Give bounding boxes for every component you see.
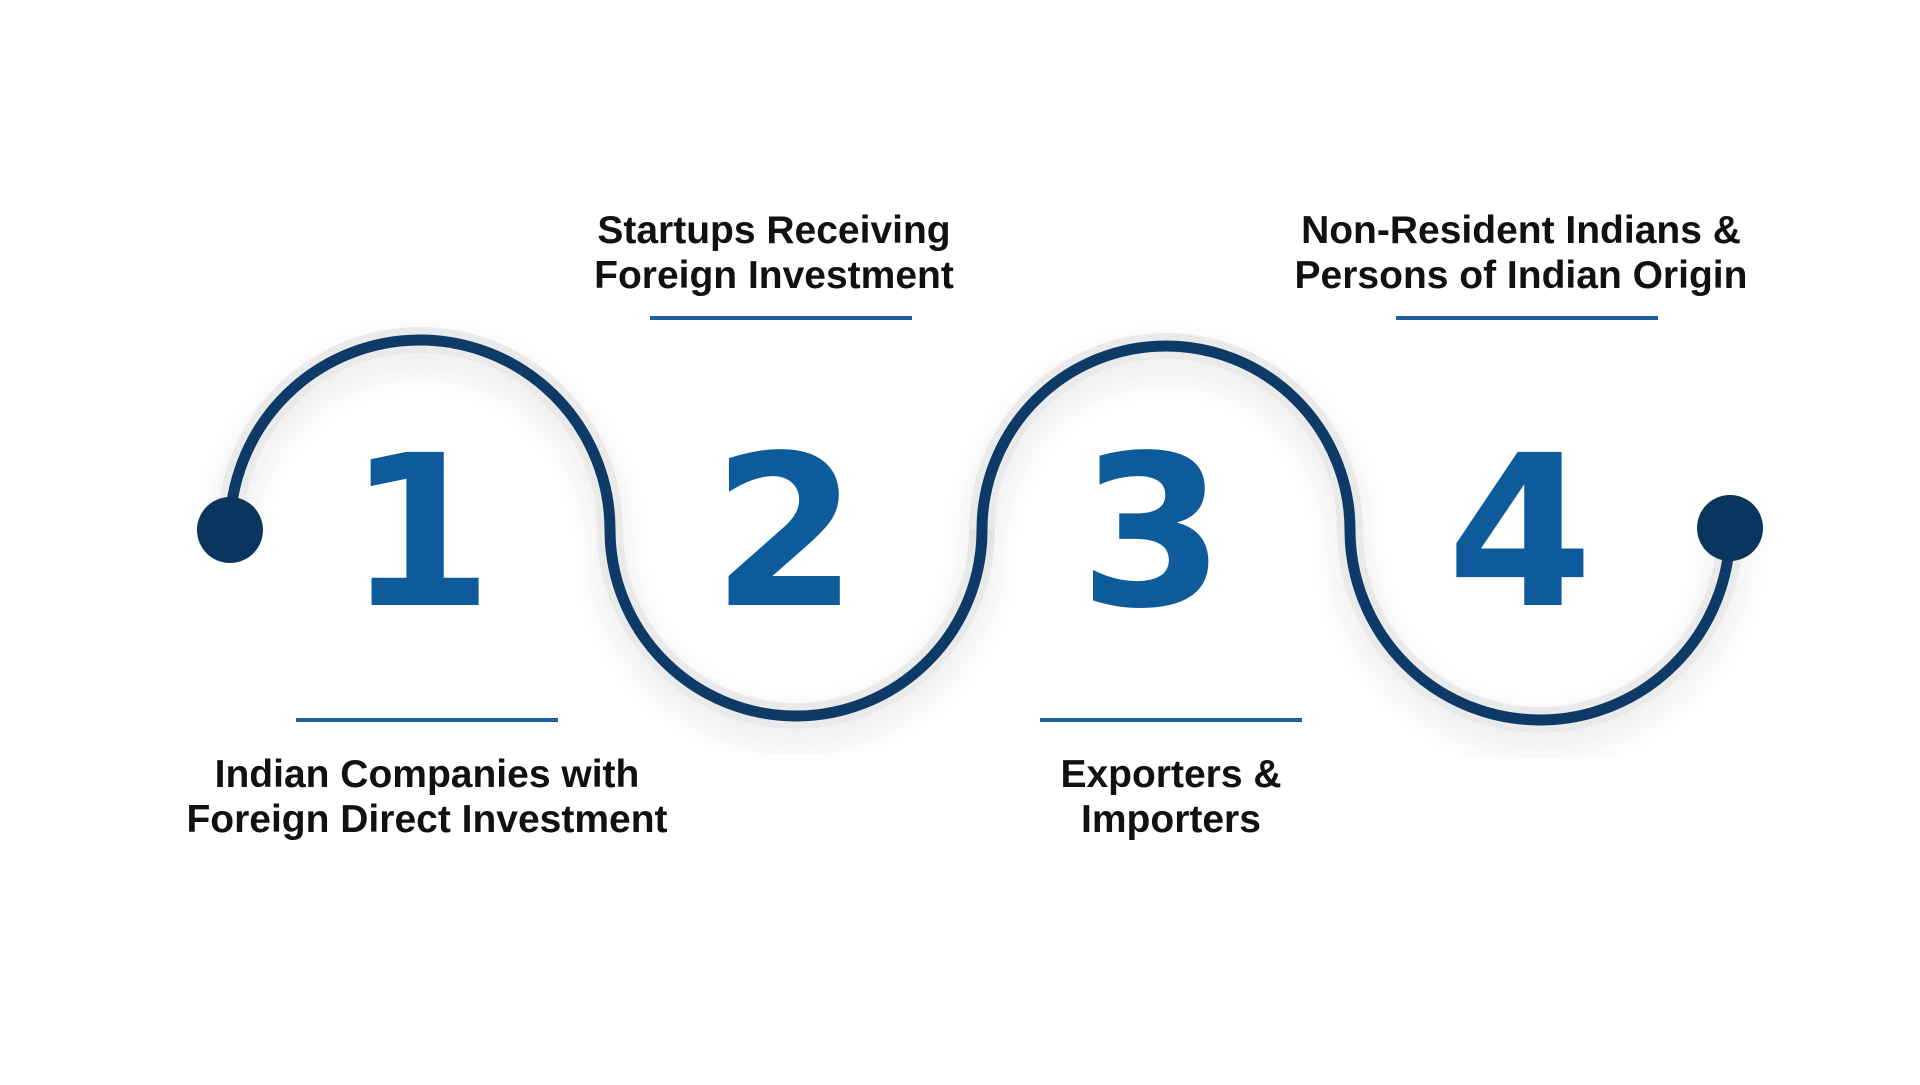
step-4-rule (1396, 316, 1658, 320)
step-number-4: 4 (1447, 410, 1593, 655)
step-3-label-line-2: Importers (1081, 798, 1261, 841)
step-numbers: 1 2 3 4 (347, 410, 1593, 655)
arc-2 (604, 524, 988, 722)
step-3-label-line-1: Exporters & (1060, 753, 1282, 796)
step-4-label: Non-Resident Indians & Persons of Indian… (1241, 208, 1801, 298)
step-3-label: Exporters & Importers (891, 752, 1451, 842)
step-1-label: Indian Companies with Foreign Direct Inv… (147, 752, 707, 842)
step-2-rule (650, 316, 912, 320)
step-1-rule (296, 718, 558, 722)
step-2-label: Startups Receiving Foreign Investment (494, 208, 1054, 298)
step-number-3: 3 (1079, 410, 1225, 655)
end-node (1697, 495, 1763, 561)
step-number-1: 1 (347, 410, 493, 655)
step-number-2: 2 (712, 410, 858, 655)
step-2-label-line-1: Startups Receiving (597, 209, 951, 252)
start-node (197, 497, 263, 563)
step-2-label-line-2: Foreign Investment (594, 254, 954, 297)
step-1-label-line-1: Indian Companies with (214, 753, 640, 796)
arc-4 (1344, 524, 1736, 726)
wave-path (224, 334, 1736, 726)
arc-1 (224, 334, 616, 536)
arc-3 (976, 340, 1356, 536)
step-4-label-line-2: Persons of Indian Origin (1294, 254, 1748, 297)
step-4-label-line-1: Non-Resident Indians & (1301, 209, 1741, 252)
step-1-label-line-2: Foreign Direct Investment (186, 798, 668, 841)
step-3-rule (1040, 718, 1302, 722)
